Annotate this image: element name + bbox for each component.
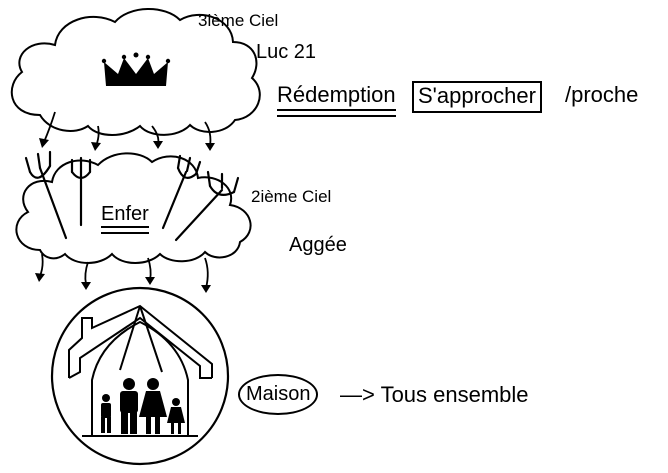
heaven2-label: 2ième Ciel [251, 187, 332, 206]
pitchfork-icon [24, 150, 68, 240]
pitchfork-icon [70, 156, 92, 227]
house-label: Maison [238, 374, 319, 415]
top-cloud [10, 8, 261, 136]
arrow-icon [39, 138, 49, 148]
redemption-label: Rédemption [277, 82, 396, 117]
arrow-icon [145, 277, 155, 285]
arrow-icon [205, 143, 215, 151]
pitchfork-icon [174, 170, 240, 242]
arrow-icon [201, 285, 211, 293]
heaven3-label: 3ième Ciel [198, 11, 279, 30]
hell-label: Enfer [101, 203, 149, 234]
arrow-icon [153, 141, 163, 149]
approach-box: S'approcher [412, 81, 542, 113]
pitchfork-icon [161, 154, 202, 230]
heaven3-reference: Luc 21 [256, 41, 317, 63]
together-label: —> Tous ensemble [340, 382, 529, 407]
arrow-icon [81, 282, 91, 290]
crown-icon [101, 52, 171, 86]
heaven2-reference: Aggée [289, 234, 347, 256]
house-circle [50, 286, 230, 466]
arrow-icon [91, 142, 101, 151]
middle-cloud [15, 152, 252, 264]
house-icon [68, 304, 213, 437]
family-icon [101, 378, 185, 434]
near-label: /proche [565, 82, 639, 107]
arrow-icon [35, 273, 45, 282]
